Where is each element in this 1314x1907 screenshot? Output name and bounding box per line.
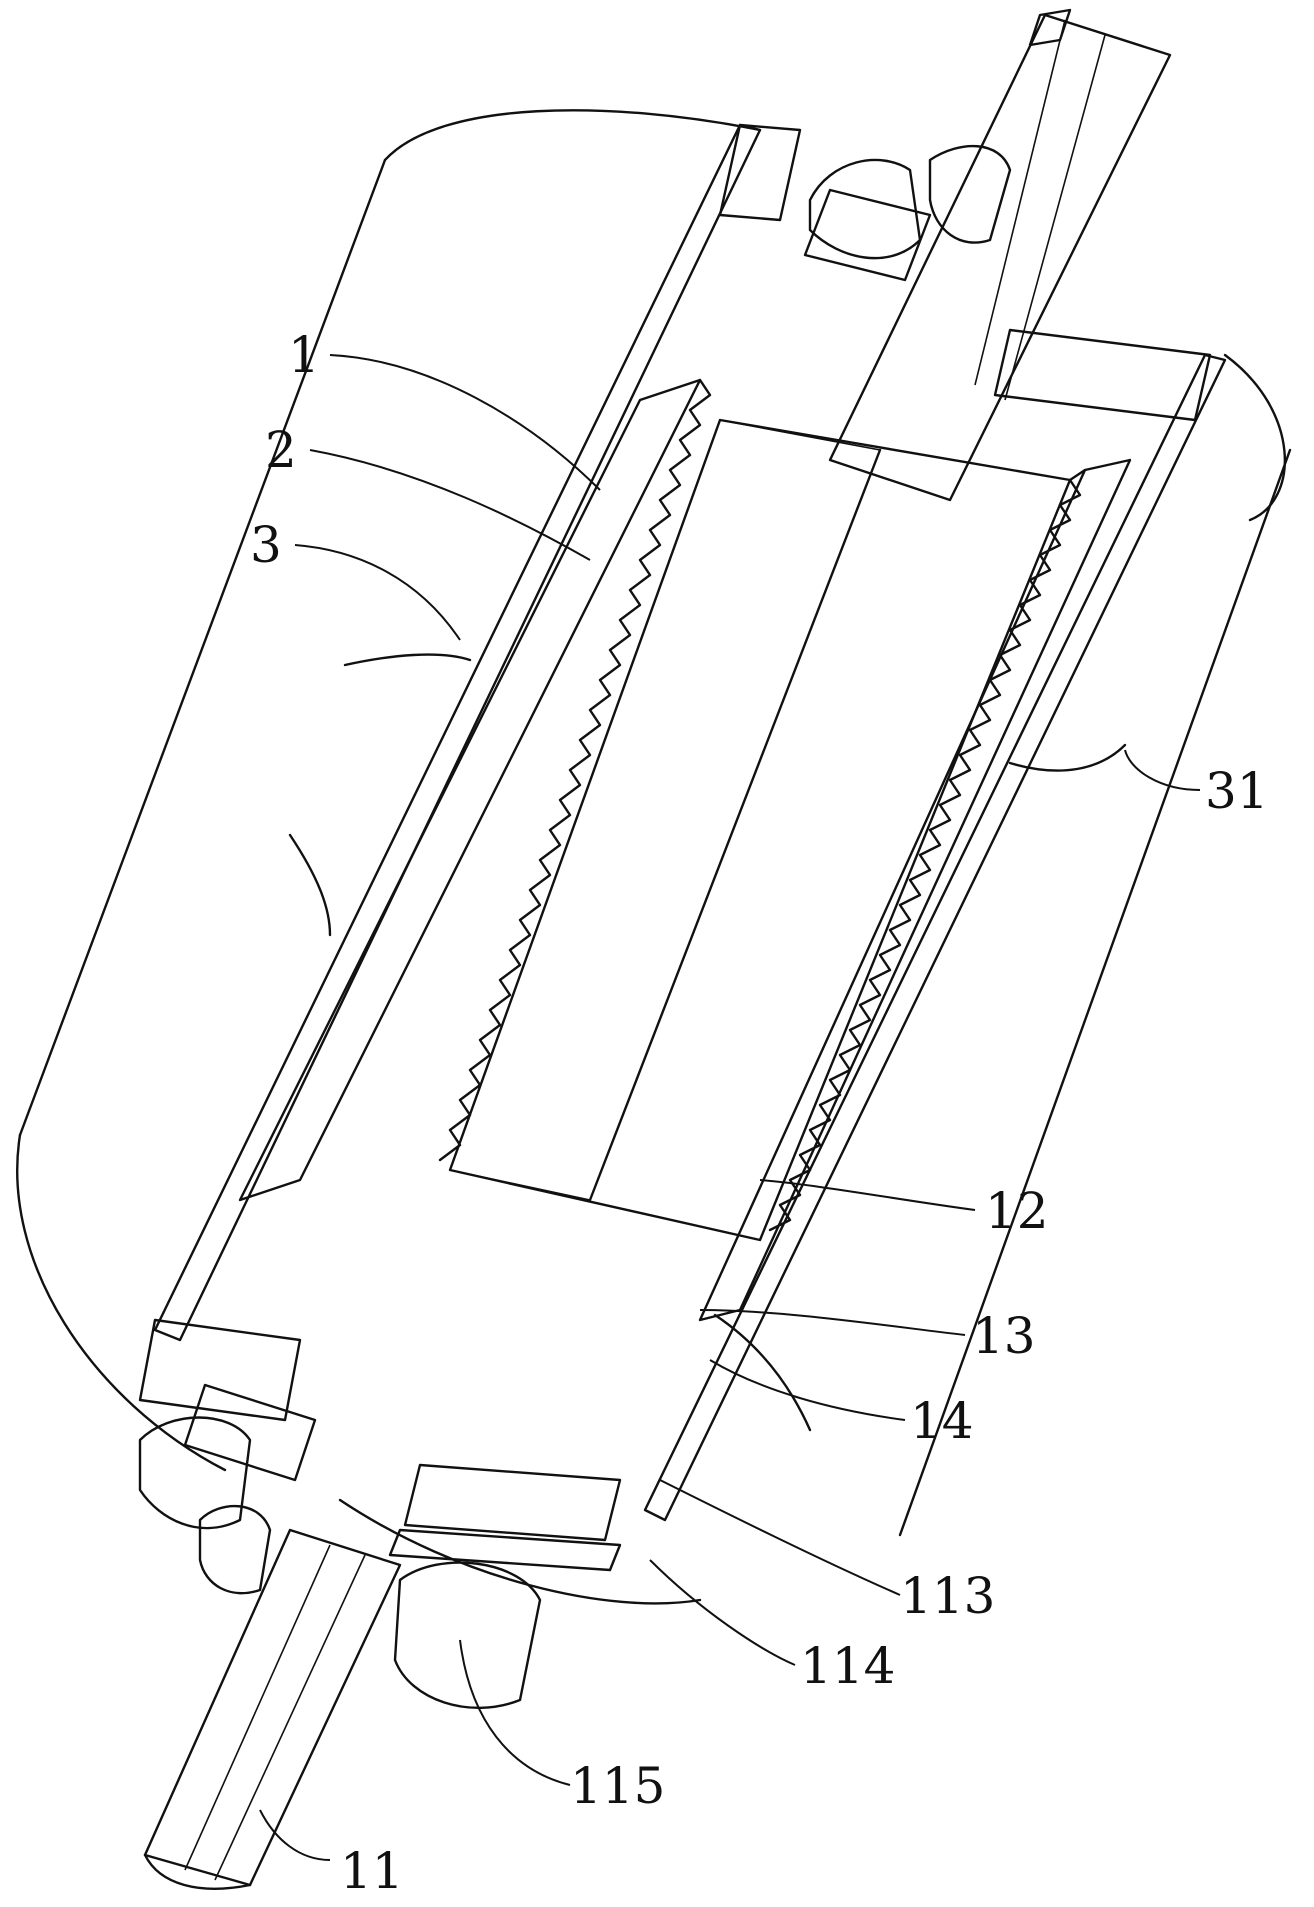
label-14: 14 <box>910 1392 974 1450</box>
leader-lines <box>260 355 1200 1860</box>
bottom-end-assembly <box>140 1320 620 1889</box>
label-115: 115 <box>570 1757 665 1815</box>
label-1: 1 <box>288 326 320 384</box>
inner-shell-right <box>645 355 1225 1520</box>
label-114: 114 <box>800 1637 895 1695</box>
label-31: 31 <box>1205 762 1269 820</box>
label-113: 113 <box>900 1567 995 1625</box>
outer-drum <box>17 110 1290 1603</box>
label-12: 12 <box>985 1182 1049 1240</box>
chevron-core <box>450 420 1070 1240</box>
label-2: 2 <box>265 421 297 479</box>
reference-labels: 1 2 3 31 12 13 14 113 114 115 11 <box>250 326 1269 1900</box>
top-end-assembly <box>720 10 1210 500</box>
inner-shell-left <box>155 125 760 1340</box>
label-13: 13 <box>972 1307 1036 1365</box>
label-3: 3 <box>250 516 282 574</box>
right-tooth-ring <box>700 460 1130 1320</box>
label-11: 11 <box>340 1842 404 1900</box>
